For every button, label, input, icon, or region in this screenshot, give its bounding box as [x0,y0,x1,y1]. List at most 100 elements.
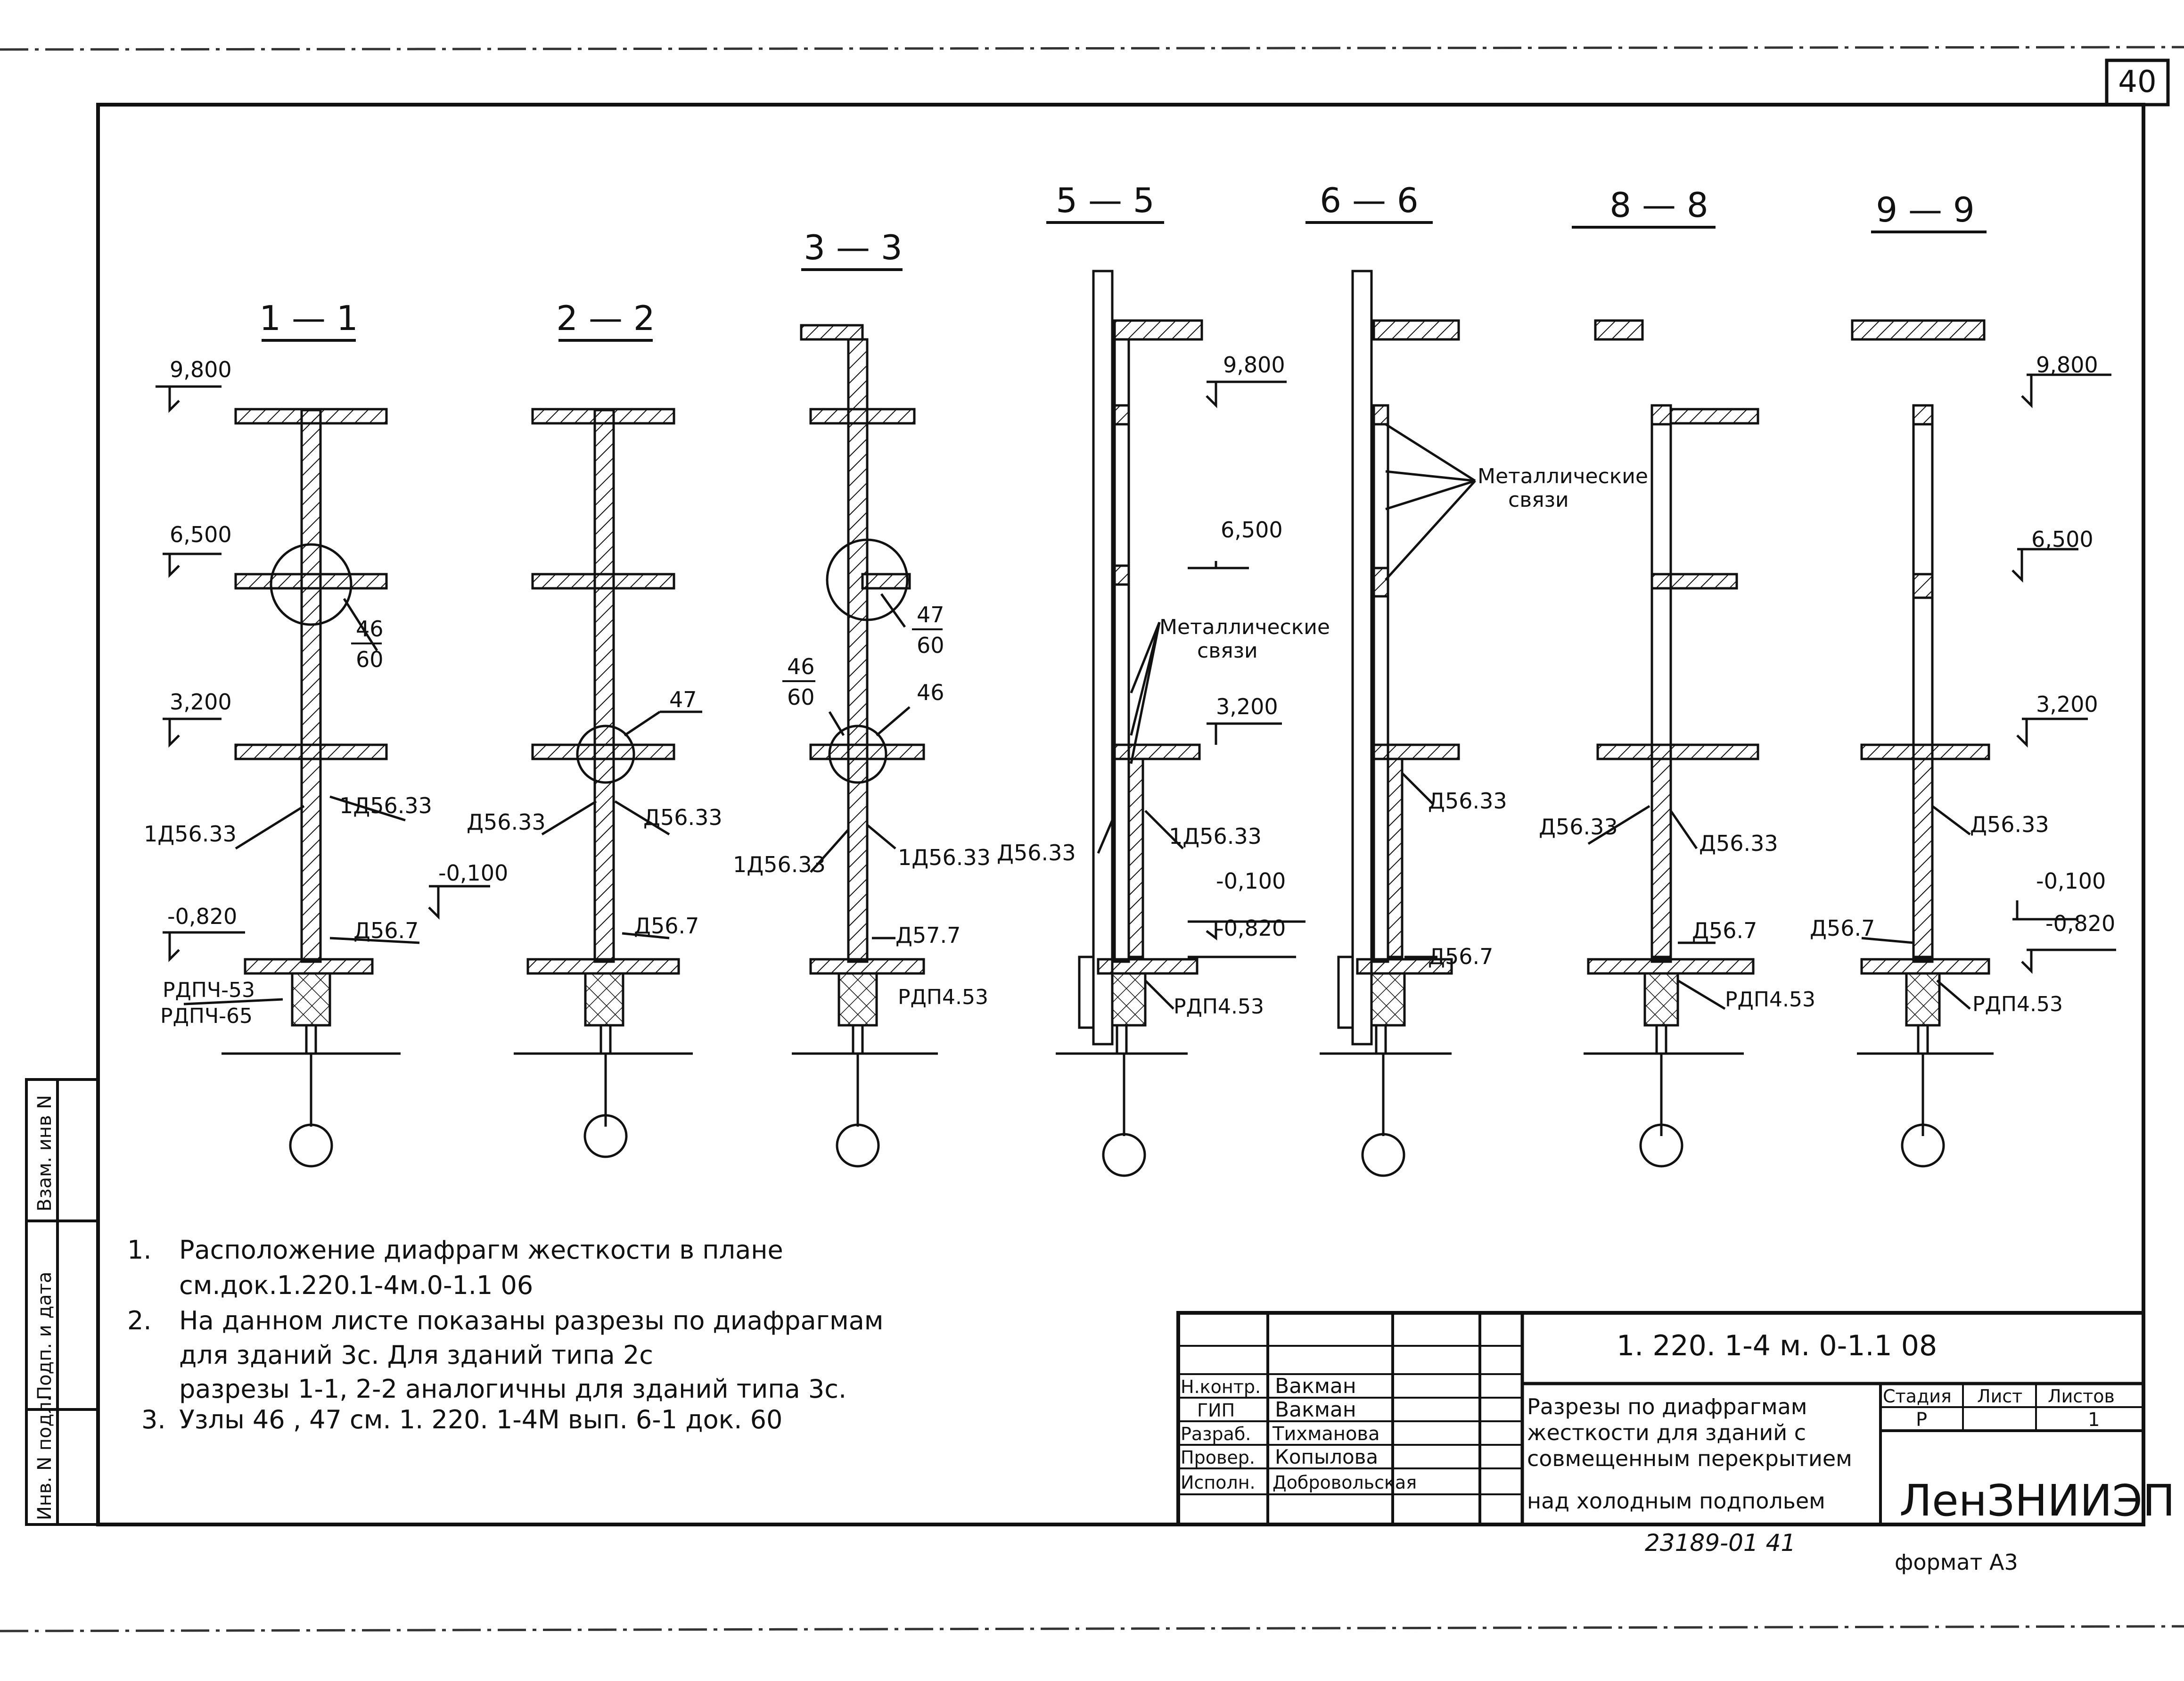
label-s3-left: 1Д56.33 [733,852,826,877]
section-6-6 [1320,270,1476,1177]
section-3-3 [792,324,938,1168]
role-ispoln: Исполн. [1181,1472,1256,1493]
label-s5-metal2: связи [1197,639,1258,663]
label-s3-node-b: 60 [917,633,944,658]
label-s3-base: Д57.7 [895,923,961,948]
section-9-9 [1851,319,2116,1168]
role-razrab: Разраб. [1181,1424,1251,1444]
note-2-line3: разрезы 1-1, 2-2 аналогичны для зданий т… [179,1374,846,1404]
elev-6500-s5: 6,500 [1221,517,1283,543]
section-5-5 [1056,270,1305,1177]
label-s6-metal: Металлические [1478,464,1648,488]
title-8-8: 8 — 8 [1609,185,1708,225]
title-3-3: 3 — 3 [804,228,902,267]
section-2-2 [514,408,702,1158]
note-3-num: 3. [141,1405,166,1434]
label-s2-node: 47 [669,687,697,712]
label-s2-left: Д56.33 [467,809,546,835]
stage-header: Стадия [1883,1386,1952,1407]
sheets-value: 1 [2088,1409,2100,1431]
label-s1-right: 1Д56.33 [339,793,432,818]
label-s8-left: Д56.33 [1539,814,1618,840]
sheet-frame [96,103,2145,1526]
label-s6-right: Д56.33 [1428,788,1507,814]
sidebar-replace: Взам. инв N [34,1095,56,1211]
label-s9-right: Д56.33 [1970,812,2049,837]
title-2-2: 2 — 2 [556,298,655,338]
elev-m0100-s9: -0,100 [2036,868,2106,894]
name-gip: Вакман [1275,1398,1356,1422]
label-s5-left: Д56.33 [997,840,1076,865]
label-s1-node-b: 60 [356,647,384,672]
role-nkontr: Н.контр. [1181,1376,1261,1397]
elev-6500-s1: 6,500 [170,522,232,547]
sidebar-inv: Инв. N подл. [34,1396,56,1520]
elev-9800-s9: 9,800 [2036,352,2098,378]
title-5-5: 5 — 5 [1056,181,1154,220]
role-gip: ГИП [1197,1400,1235,1421]
label-s1-node-a: 46 [356,616,384,642]
sheet-title-4: над холодным подпольем [1527,1488,1825,1514]
section-2-2-labels: 47 Д56.33 Д56.33 Д56.7 [467,687,723,939]
label-s5-found: РДП4.53 [1174,995,1264,1019]
label-s1-left: 1Д56.33 [144,821,237,847]
section-1-1-labels: 9,800 6,500 3,200 -0,820 -0,100 1Д56.33 … [144,357,508,1028]
elev-m0820-s1: -0,820 [167,904,237,929]
name-razrab: Тихманова [1272,1423,1380,1445]
elev-m0820-s5: -0,820 [1216,915,1286,941]
section-6-6-labels: Металлические связи Д56.33 Д56.7 [1428,464,1648,969]
title-6-6: 6 — 6 [1320,181,1418,220]
elev-m0820-s9: -0,820 [2045,911,2115,936]
section-3-3-labels: 47 60 46 60 46 1Д56.33 1Д56.33 Д57.7 РДП… [733,602,991,1009]
sidebar-sign: Подп. и дата [34,1272,56,1400]
elev-m0100-s5: -0,100 [1216,868,1286,894]
note-1-line1: Расположение диафрагм жесткости в плане [179,1235,783,1265]
title-1-1: 1 — 1 [259,298,358,338]
label-s3-node-a: 47 [917,602,944,627]
label-s9-base: Д56.7 [1810,915,1875,941]
name-prover: Копылова [1275,1445,1378,1468]
label-s9-found: РДП4.53 [1972,992,2063,1016]
notes: 1. Расположение диафрагм жесткости в пла… [127,1235,884,1434]
label-s5-right: 1Д56.33 [1169,824,1262,849]
label-s5-metal: Металлические [1159,615,1330,639]
section-titles: 1 — 1 2 — 2 3 — 3 5 — 5 6 — 6 8 — 8 9 — … [259,181,1987,342]
note-1-line2: см.док.1.220.1-4м.0-1.1 06 [179,1270,533,1300]
label-s3-node-e: 46 [917,680,944,705]
binding-strip: Инв. N подл. Подп. и дата Взам. инв N [25,1078,99,1526]
label-s1-base: Д56.7 [353,918,419,943]
org-name: ЛенЗНИИЭП [1899,1475,2175,1526]
label-s8-right: Д56.33 [1699,831,1778,856]
section-8-8 [1584,319,1759,1168]
label-s3-node-d: 60 [787,684,815,710]
section-8-8-labels: Д56.33 Д56.33 Д56.7 РДП4.53 [1539,814,1815,1012]
section-9-9-labels: 9,800 6,500 3,200 -0,100 -0,820 Д56.33 Д… [1810,352,2115,1016]
elev-3200-s9: 3,200 [2036,692,2098,717]
label-s2-base: Д56.7 [634,913,699,939]
inventory-number: 23189-01 41 [1645,1529,1796,1557]
label-s8-found: РДП4.53 [1725,988,1815,1012]
label-s3-node-c: 46 [787,654,815,679]
role-prover: Провер. [1181,1447,1255,1468]
section-1-1 [156,385,490,1168]
label-s2-right: Д56.33 [643,805,723,830]
label-s6-metal2: связи [1508,488,1569,512]
elev-6500-s9: 6,500 [2031,527,2094,552]
page-number: 40 [2118,65,2156,99]
sheet-title-2: жесткости для зданий с [1527,1420,1806,1445]
section-5-5-labels: 9,800 6,500 3,200 -0,100 -0,820 Металлич… [997,352,1330,1019]
label-s1-found1: РДПЧ-53 [163,978,255,1002]
label-s8-base: Д56.7 [1692,918,1757,943]
sheets-header: Листов [2048,1386,2115,1407]
note-1-num: 1. [127,1235,152,1265]
note-2-line1: На данном листе показаны разрезы по диаф… [179,1306,884,1335]
title-block-text: 1. 220. 1-4 м. 0-1.1 08 Н.контр. ГИП Раз… [1181,1329,2175,1575]
elev-9800-s1: 9,800 [170,357,232,382]
title-block [1176,1311,2145,1526]
sheet-header: Лист [1977,1386,2022,1407]
name-ispoln: Добровольская [1273,1472,1417,1493]
elev-9800-s5: 9,800 [1223,352,1285,378]
label-s3-found: РДП4.53 [898,985,988,1009]
sheet-title-3: совмещенным перекрытием [1527,1446,1852,1471]
